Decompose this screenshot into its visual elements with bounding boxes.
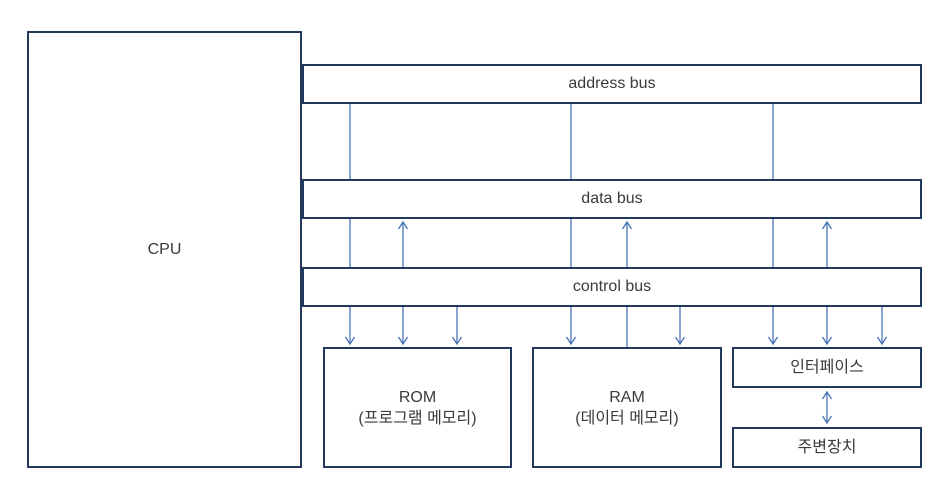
interface-box: 인터페이스 xyxy=(732,347,922,388)
data-bus-bar: data bus xyxy=(302,179,922,219)
ram-sublabel: (데이터 메모리) xyxy=(575,409,679,427)
ram-label: RAM xyxy=(609,388,645,406)
rom-box: ROM (프로그램 메모리) xyxy=(323,347,512,468)
rom-sublabel: (프로그램 메모리) xyxy=(358,409,477,427)
control-bus-label: control bus xyxy=(572,278,652,295)
control-bus-bar: control bus xyxy=(302,267,922,307)
address-bus-label: address bus xyxy=(568,75,656,92)
peripheral-box: 주변장치 xyxy=(732,427,922,468)
data-bus-label: data bus xyxy=(581,190,643,207)
cpu-box: CPU xyxy=(27,31,302,468)
address-bus-bar: address bus xyxy=(302,64,922,104)
peripheral-label: 주변장치 xyxy=(797,439,857,456)
rom-label: ROM xyxy=(398,388,437,406)
cpu-label: CPU xyxy=(147,241,182,258)
interface-label: 인터페이스 xyxy=(790,359,864,376)
ram-box: RAM (데이터 메모리) xyxy=(532,347,722,468)
